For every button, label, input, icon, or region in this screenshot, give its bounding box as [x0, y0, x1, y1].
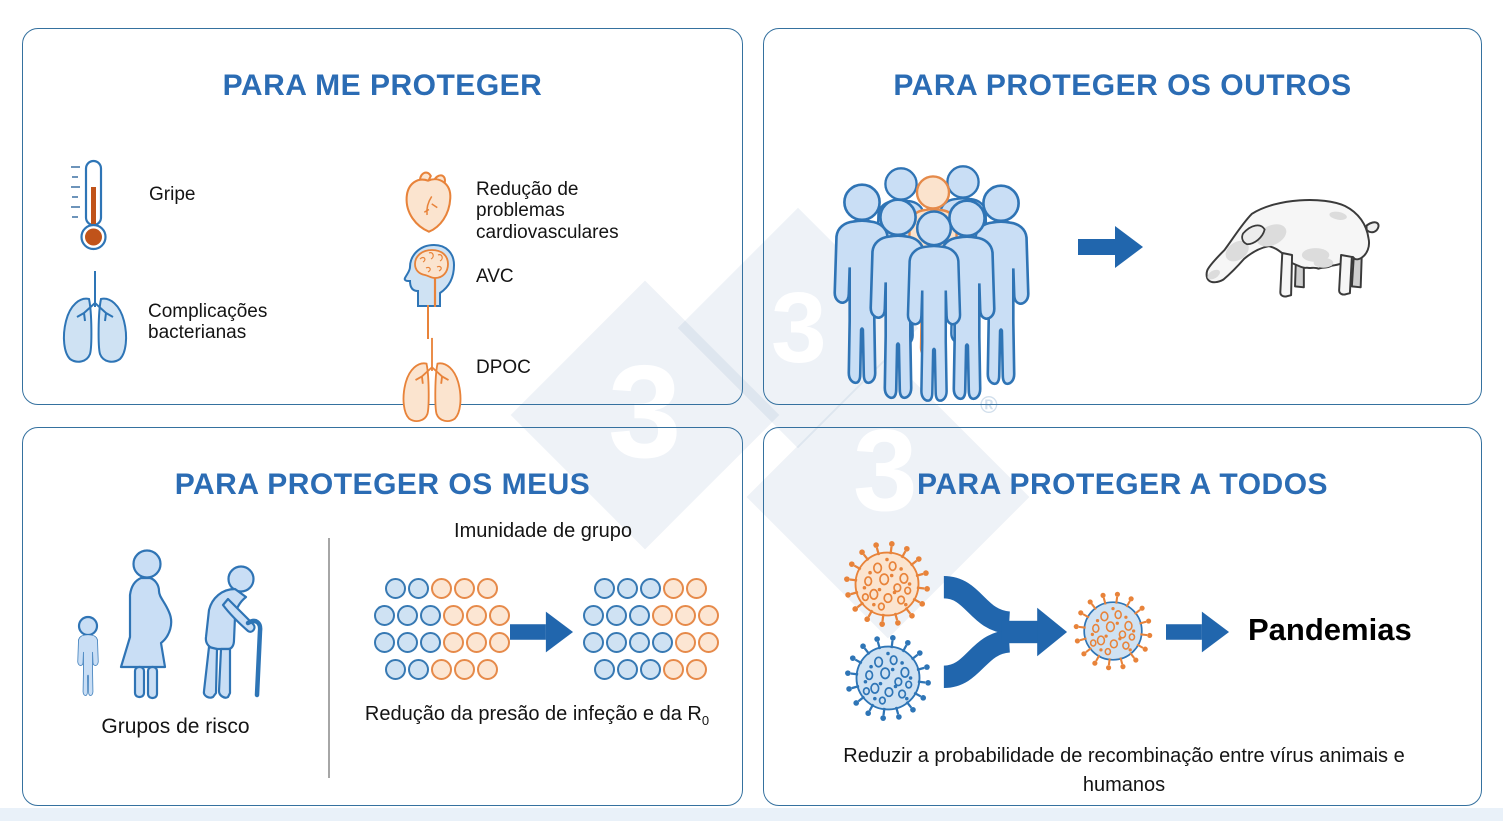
herd-dot-blue [606, 632, 627, 653]
arrow-right-icon [1166, 611, 1230, 653]
herd-dot-orange [698, 605, 719, 626]
herd-dot-blue [652, 632, 673, 653]
lungs-icon [402, 337, 462, 422]
trachea-connector-line [427, 305, 429, 339]
herd-dot-blue [385, 659, 406, 680]
herd-dot-blue [374, 605, 395, 626]
herd-dot-blue [606, 605, 627, 626]
item-label-avc: AVC [476, 266, 514, 287]
herd-dot-row [384, 578, 511, 599]
watermark-three: 3 [853, 405, 918, 535]
herd-dots-before [373, 578, 511, 686]
item-label-gripe: Gripe [149, 184, 196, 205]
herd-dot-blue [594, 578, 615, 599]
elderly-cane-icon [202, 565, 263, 699]
herd-dot-orange [675, 605, 696, 626]
herd-dot-orange [466, 605, 487, 626]
herd-dot-blue [420, 632, 441, 653]
herd-dot-orange [675, 632, 696, 653]
herd-dot-row [373, 632, 511, 653]
herd-dot-row [593, 578, 720, 599]
child-icon [77, 615, 99, 696]
panel-protect-others: PARA PROTEGER OS OUTROS [763, 28, 1482, 405]
arrow-right-icon [510, 611, 574, 653]
herd-dot-orange [663, 659, 684, 680]
herd-dot-orange [443, 632, 464, 653]
herd-dot-row [373, 605, 511, 626]
herd-immunity-title: Imunidade de grupo [454, 520, 632, 542]
herd-dot-orange [652, 605, 673, 626]
herd-dot-blue [640, 578, 661, 599]
herd-dot-row [582, 632, 720, 653]
panel-title: PARA ME PROTEGER [222, 69, 543, 102]
panel-protect-me: PARA ME PROTEGER Gripe Complicações bact… [22, 28, 743, 422]
outcome-label: Pandemias [1248, 612, 1412, 647]
virus-orange-icon [844, 541, 930, 627]
herd-dot-blue [420, 605, 441, 626]
watermark-three: 3 [608, 338, 682, 485]
herd-dot-row [582, 605, 720, 626]
panel-title: PARA PROTEGER OS OUTROS [893, 69, 1352, 102]
herd-dot-blue [408, 659, 429, 680]
vertical-divider [328, 538, 330, 778]
virus-blue-icon [845, 635, 931, 721]
thermometer-icon [71, 159, 107, 251]
herd-dot-orange [443, 605, 464, 626]
arrow-right-icon [1078, 226, 1143, 268]
herd-dot-blue [629, 605, 650, 626]
herd-caption: Redução da presão de infeção e da R0 [364, 703, 710, 728]
herd-dot-orange [477, 578, 498, 599]
panel-protect-mine: PARA PROTEGER OS MEUS Grupos de ris [22, 427, 743, 806]
panel-protect-all: PARA PROTEGER A TODOS Pandemias Reduzir … [763, 427, 1482, 806]
herd-dot-blue [629, 632, 650, 653]
head-brain-icon [403, 243, 456, 307]
lungs-icon [62, 271, 128, 363]
panel-title: PARA PROTEGER OS MEUS [174, 468, 591, 501]
herd-dot-orange [454, 659, 475, 680]
item-label-cardio: Redução de problemas cardiovasculares [476, 179, 619, 243]
herd-dot-orange [663, 578, 684, 599]
herd-dot-row [384, 659, 511, 680]
item-label-dpoc: DPOC [476, 357, 531, 378]
herd-dots-after [582, 578, 720, 686]
herd-dot-blue [617, 659, 638, 680]
herd-dot-orange [686, 659, 707, 680]
pig-icon [1205, 199, 1380, 298]
herd-dot-blue [385, 578, 406, 599]
herd-dot-row [593, 659, 720, 680]
herd-dot-orange [454, 578, 475, 599]
panel-title: PARA PROTEGER A TODOS [916, 468, 1329, 501]
virus-hybrid-icon [1073, 591, 1153, 671]
risk-group-label: Grupos de risco [101, 715, 250, 738]
herd-dot-blue [408, 578, 429, 599]
herd-dot-blue [640, 659, 661, 680]
risk-group-figures [77, 549, 263, 700]
heart-icon [405, 171, 452, 233]
herd-dot-blue [594, 659, 615, 680]
registered-mark: ® [980, 392, 998, 419]
panel-caption: Reduzir a probabilidade de recombinação … [843, 745, 1405, 796]
herd-dot-orange [489, 632, 510, 653]
item-label-complicacoes: Complicações bacterianas [148, 301, 268, 344]
herd-dot-orange [489, 605, 510, 626]
watermark-three: 3 [771, 272, 827, 384]
herd-dot-blue [583, 605, 604, 626]
herd-dot-blue [583, 632, 604, 653]
herd-dot-orange [431, 659, 452, 680]
herd-dot-orange [431, 578, 452, 599]
herd-dot-orange [686, 578, 707, 599]
crowd-icon [831, 157, 1041, 407]
herd-dot-blue [397, 605, 418, 626]
herd-dot-orange [698, 632, 719, 653]
herd-dot-orange [466, 632, 487, 653]
herd-dot-blue [374, 632, 395, 653]
herd-dot-orange [477, 659, 498, 680]
pregnant-woman-icon [119, 549, 173, 700]
herd-dot-blue [617, 578, 638, 599]
cane [245, 618, 263, 698]
herd-dot-blue [397, 632, 418, 653]
bottom-strip [0, 808, 1503, 821]
merge-arrow-icon [942, 576, 1068, 688]
